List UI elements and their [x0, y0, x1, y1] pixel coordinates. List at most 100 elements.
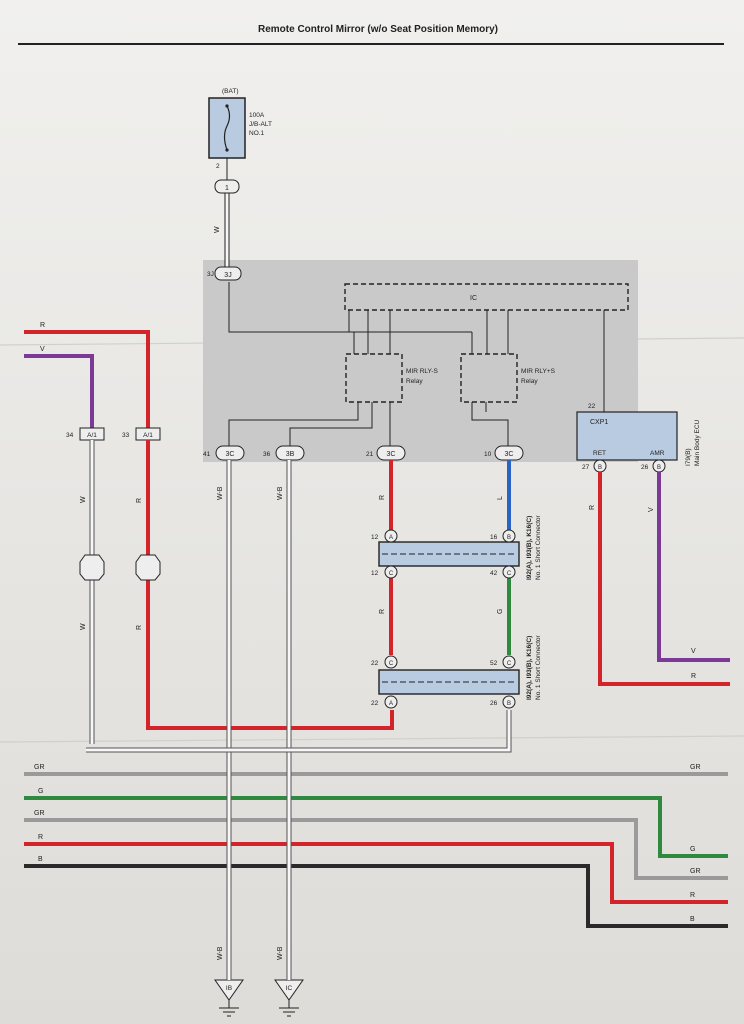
connector-3j	[214, 266, 242, 281]
line-3j-to-relays	[228, 282, 472, 333]
bus-r	[24, 842, 728, 904]
svg-text:16: 16	[490, 534, 498, 541]
connector-36-code: 3B	[286, 451, 295, 458]
paper-fold-lower	[0, 735, 744, 743]
connector-3j-pin: 3J	[207, 271, 214, 278]
svg-text:33: 33	[122, 432, 130, 439]
svg-text:R: R	[691, 673, 696, 680]
connector-36-pin: 36	[263, 451, 271, 458]
svg-text:R: R	[589, 505, 596, 510]
relay-mir-rly-s-minus	[345, 353, 403, 403]
battery-label: (BAT)	[222, 88, 239, 95]
svg-text:B: B	[507, 535, 511, 541]
relay-mir-rly-s-plus	[460, 353, 518, 403]
wire-v-left	[24, 354, 94, 428]
connector-10-pin: 10	[484, 451, 492, 458]
connector-3j-label: 3J	[224, 272, 231, 279]
svg-text:GR: GR	[34, 764, 45, 771]
svg-text:W: W	[80, 496, 87, 503]
svg-text:A/1: A/1	[87, 432, 97, 439]
wire-w-b26	[86, 710, 511, 752]
svg-text:B: B	[598, 465, 602, 471]
splice-w-left	[79, 554, 105, 581]
svg-text:B: B	[690, 916, 695, 923]
relay-2-type: Relay	[521, 378, 538, 385]
svg-text:G: G	[497, 609, 504, 614]
svg-text:W-B: W-B	[277, 946, 284, 960]
svg-text:A: A	[389, 535, 393, 541]
bus-g	[24, 796, 728, 858]
relay-1-name: MIR RLY-S	[406, 368, 438, 375]
svg-text:W-B: W-B	[277, 486, 284, 500]
main-body-ecu	[576, 411, 678, 461]
svg-text:V: V	[691, 648, 696, 655]
ic-label: IC	[470, 295, 477, 302]
fuse-pin: 2	[216, 163, 220, 170]
bus-gr-2	[24, 818, 728, 880]
fuse-box	[208, 97, 246, 159]
svg-text:R: R	[40, 322, 45, 329]
ecu-ret: RET	[593, 450, 606, 457]
connector-41-pin: 41	[203, 451, 211, 458]
bus-b	[24, 864, 728, 928]
svg-text:GR: GR	[34, 810, 45, 817]
svg-text:A: A	[389, 701, 393, 707]
relay-2-name: MIR RLY+S	[521, 368, 556, 375]
relay-1-type: Relay	[406, 378, 423, 385]
connector-top-label: 1	[225, 185, 229, 192]
svg-text:W: W	[80, 623, 87, 630]
ecu-cxp1: CXP1	[590, 419, 608, 426]
svg-text:B: B	[657, 465, 661, 471]
junction-block-shading	[203, 260, 638, 462]
ecu-label: Main Body ECU	[694, 419, 701, 466]
svg-text:C: C	[389, 661, 394, 667]
short-connector-2-code: I92(A), I93(B), K16(C)	[526, 636, 533, 700]
svg-text:IB: IB	[226, 985, 232, 992]
svg-text:22: 22	[371, 700, 379, 707]
svg-text:C: C	[507, 571, 512, 577]
wire-v-ecu	[657, 472, 730, 662]
connector-41-code: 3C	[226, 451, 235, 458]
svg-text:12: 12	[371, 534, 379, 541]
svg-text:R: R	[379, 609, 386, 614]
short-connector-1-label: No. 1 Short Connector	[535, 514, 542, 580]
svg-text:A/1: A/1	[143, 432, 153, 439]
svg-text:C: C	[507, 661, 512, 667]
svg-text:V: V	[40, 346, 45, 353]
ecu-pin-22: 22	[588, 403, 596, 410]
ecu-code: I79(B)	[685, 448, 692, 466]
svg-text:26: 26	[641, 464, 649, 471]
svg-text:W-B: W-B	[217, 486, 224, 500]
svg-text:R: R	[38, 834, 43, 841]
svg-text:B: B	[507, 701, 511, 707]
ecu-amr: AMR	[650, 450, 665, 457]
wire-r-ecu	[598, 472, 730, 686]
wire-r-left	[24, 330, 150, 428]
wire-r-left-long	[146, 440, 394, 730]
svg-text:L: L	[497, 496, 504, 500]
svg-text:26: 26	[490, 700, 498, 707]
connector-top	[214, 179, 240, 194]
svg-text:B: B	[38, 856, 43, 863]
connector-21-pin: 21	[366, 451, 374, 458]
svg-text:IC: IC	[286, 985, 293, 992]
fuse-rating: 100A	[249, 112, 265, 119]
svg-text:G: G	[690, 846, 695, 853]
svg-text:22: 22	[371, 660, 379, 667]
splice-r-left	[135, 554, 161, 581]
svg-text:GR: GR	[690, 868, 701, 875]
svg-text:R: R	[136, 625, 143, 630]
svg-text:V: V	[648, 507, 655, 512]
connector-21-code: 3C	[387, 451, 396, 458]
svg-text:27: 27	[582, 464, 590, 471]
short-connector-1-code: I92(A), I93(B), K16(C)	[526, 516, 533, 580]
svg-text:C: C	[389, 571, 394, 577]
fuse-icon	[223, 105, 231, 151]
connector-10-code: 3C	[505, 451, 514, 458]
svg-text:R: R	[690, 892, 695, 899]
fuse-number: NO.1	[249, 130, 265, 137]
svg-text:G: G	[38, 788, 43, 795]
svg-text:R: R	[136, 498, 143, 503]
diagram-title: Remote Control Mirror (w/o Seat Position…	[258, 24, 498, 35]
